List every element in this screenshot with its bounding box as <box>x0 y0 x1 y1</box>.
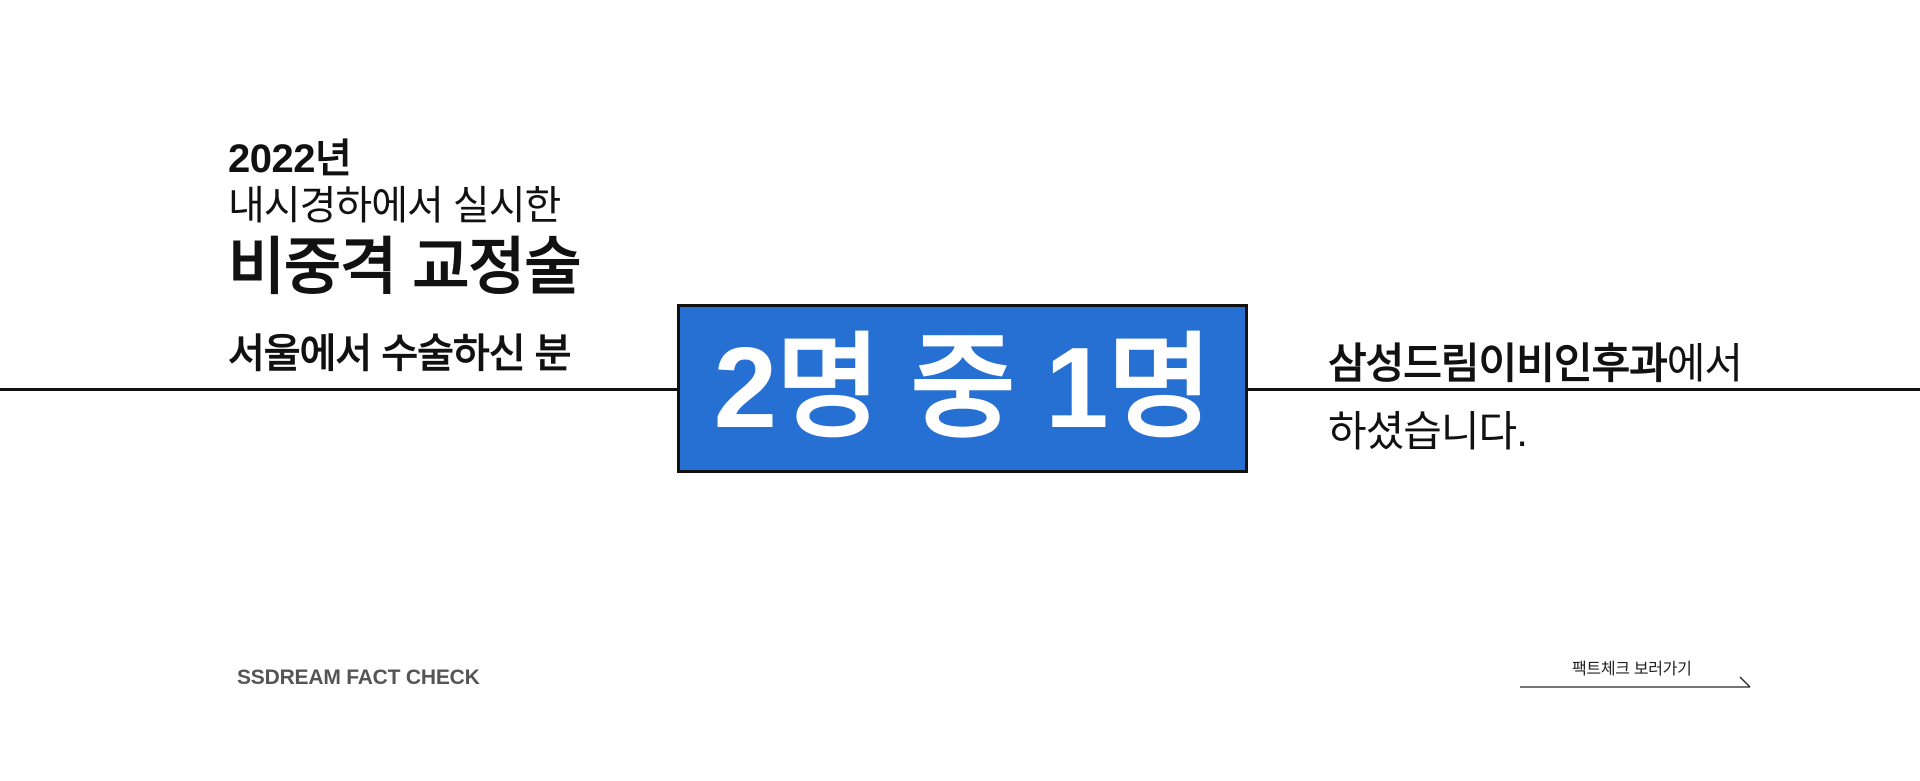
arrow-right-icon <box>1520 676 1751 688</box>
clinic-line: 삼성드림이비인후과에서 <box>1328 330 1743 398</box>
headline-block: 2022년 내시경하에서 실시한 비중격 교정술 <box>228 136 581 306</box>
procedure-title: 비중격 교정술 <box>228 233 581 302</box>
brand-label: SSDREAM FACT CHECK <box>237 666 480 689</box>
clinic-name: 삼성드림이비인후과 <box>1328 340 1668 387</box>
clinic-statement: 삼성드림이비인후과에서 하셨습니다. <box>1328 330 1743 466</box>
closing-line: 하셨습니다. <box>1328 408 1528 455</box>
fact-check-link-label: 팩트체크 보러가기 <box>1572 661 1692 678</box>
stat-value: 2명 중 1명 <box>713 324 1213 452</box>
stat-box: 2명 중 1명 <box>677 304 1248 473</box>
audience-label: 서울에서 수술하신 분 <box>228 332 571 376</box>
fact-check-link[interactable]: 팩트체크 보러가기 <box>1520 655 1752 689</box>
year-label: 2022년 <box>228 137 352 181</box>
subtitle: 내시경하에서 실시한 <box>228 184 561 228</box>
clinic-suffix: 에서 <box>1666 340 1743 387</box>
